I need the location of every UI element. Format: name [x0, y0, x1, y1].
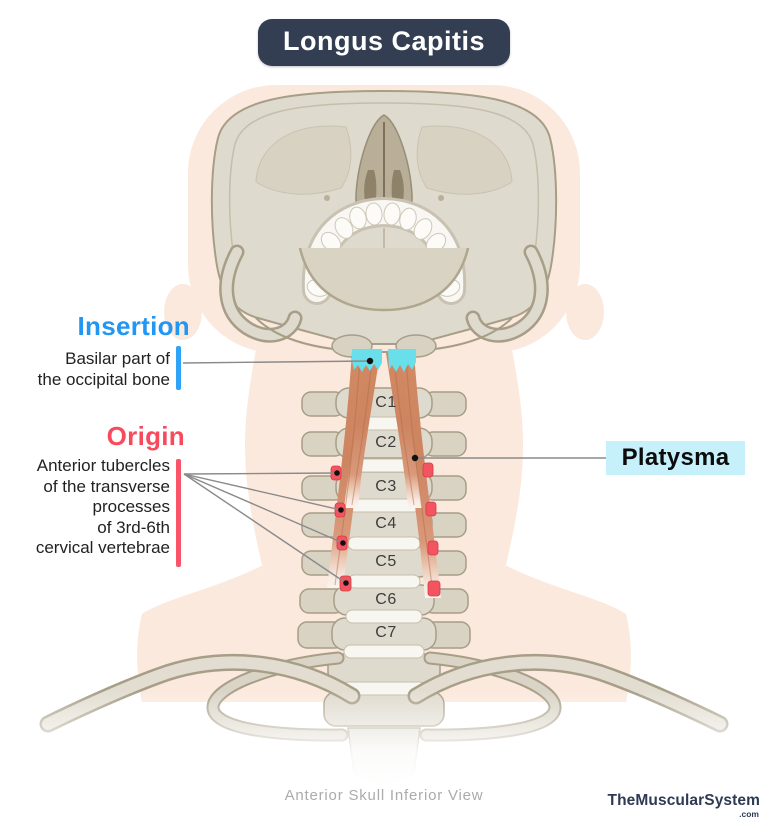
skull — [210, 89, 558, 358]
insertion-line-2: the occipital bone — [37, 369, 170, 389]
zygomatic-arch-left — [219, 244, 303, 343]
muscle-right-outer — [398, 352, 441, 598]
origin-heading: Origin — [106, 421, 185, 451]
brand-logo: TheMuscularSystem .com — [608, 793, 760, 819]
origin-line-3: processes — [92, 497, 170, 516]
muscle-left-inner — [344, 353, 380, 508]
insertion-description: Basilar part of the occipital bone — [0, 349, 170, 390]
vertebra-label-c4: C4 — [375, 515, 397, 532]
occipital-margin — [255, 317, 513, 354]
orbital-shading-left — [255, 125, 352, 195]
view-caption: Anterior Skull Inferior View — [284, 787, 484, 804]
insertion-heading: Insertion — [77, 311, 190, 341]
vertebra-label-c3: C3 — [375, 478, 397, 495]
leader-lines — [182, 360, 606, 584]
nasal-cavity — [355, 114, 413, 224]
muscle-right-inner — [386, 353, 422, 508]
insertion-highlight-right — [388, 349, 416, 372]
origin-leader-lines — [183, 472, 347, 584]
orbital-shading-right — [416, 125, 513, 195]
insertion-marker-bar — [176, 346, 181, 390]
origin-line-4: of 3rd-6th — [97, 517, 170, 537]
zygomatic-arch-right — [465, 244, 549, 343]
brand-tld: .com — [739, 809, 759, 819]
palatine-arch — [298, 247, 470, 312]
insertion-leader-line — [182, 360, 371, 364]
platysma-label: Platysma — [606, 441, 745, 475]
vertebra-label-c6: C6 — [375, 591, 397, 608]
page-title: Longus Capitis — [258, 19, 510, 66]
vertebra-label-c7: C7 — [375, 624, 397, 641]
insertion-line-1: Basilar part of — [65, 349, 170, 368]
origin-line-1: Anterior tubercles — [36, 456, 170, 475]
cranium-inner-line — [228, 102, 385, 259]
leader-dots — [334, 357, 419, 586]
origin-description: Anterior tubercles of the transverse pro… — [0, 456, 170, 559]
vertebra-label-c2: C2 — [375, 434, 397, 451]
origin-marker-bar — [176, 459, 181, 567]
brand-name: TheMuscularSystem — [607, 792, 760, 809]
vertebra-label-c1: C1 — [375, 394, 397, 411]
vertebra-label-c5: C5 — [375, 553, 397, 570]
origin-line-5: cervical vertebrae — [35, 538, 170, 557]
origin-line-2: of the transverse — [43, 476, 170, 496]
muscle-left-outer — [327, 352, 368, 588]
bottom-fade — [0, 690, 768, 785]
